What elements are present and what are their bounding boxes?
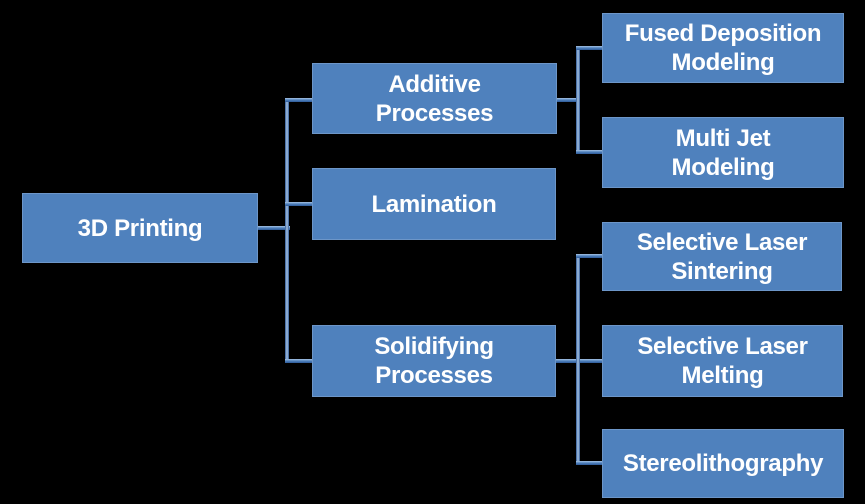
node-stereolithography: Stereolithography <box>602 429 844 498</box>
node-additive-processes: Additive Processes <box>312 63 557 134</box>
node-lamination: Lamination <box>312 168 556 240</box>
connector-trunk-to-solidifying <box>285 359 312 363</box>
node-3d-printing: 3D Printing <box>22 193 258 263</box>
connector-root-to-trunk <box>258 226 290 230</box>
node-fused-deposition-modeling: Fused Deposition Modeling <box>602 13 844 83</box>
connector-branch-to-sls <box>576 254 602 258</box>
connector-additive-branch-trunk <box>576 46 580 154</box>
node-3d-printing-label: 3D Printing <box>77 214 203 242</box>
node-selective-laser-melting-label: Selective Laser Melting <box>637 333 808 389</box>
connector-trunk-to-additive <box>285 98 312 102</box>
connector-solidifying-branch-trunk <box>576 254 580 465</box>
node-multi-jet-modeling-label: Multi Jet Modeling <box>671 124 775 181</box>
node-additive-processes-label: Additive Processes <box>375 70 494 127</box>
node-selective-laser-sintering-label: Selective Laser Sintering <box>636 228 808 285</box>
node-lamination-label: Lamination <box>371 190 497 218</box>
connector-branch-to-stereolithography <box>576 461 602 465</box>
connector-left-trunk <box>285 98 289 363</box>
node-selective-laser-sintering: Selective Laser Sintering <box>602 222 842 291</box>
connector-trunk-to-lamination <box>285 202 312 206</box>
node-solidifying-processes-label: Solidifying Processes <box>374 333 494 389</box>
connector-branch-to-fdm <box>576 46 602 50</box>
node-multi-jet-modeling: Multi Jet Modeling <box>602 117 844 188</box>
node-fused-deposition-modeling-label: Fused Deposition Modeling <box>624 20 822 76</box>
node-solidifying-processes: Solidifying Processes <box>312 325 556 397</box>
node-stereolithography-label: Stereolithography <box>622 450 824 477</box>
node-selective-laser-melting: Selective Laser Melting <box>602 325 843 397</box>
connector-additive-to-branch <box>556 98 580 102</box>
connector-branch-to-mjm <box>576 150 602 154</box>
